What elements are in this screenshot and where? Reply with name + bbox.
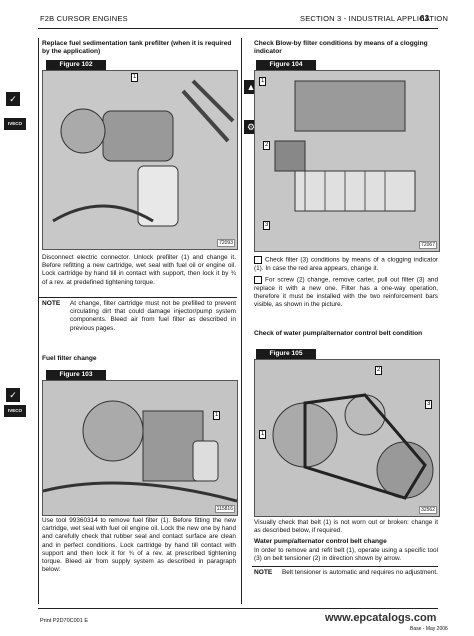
left-s1-text: Disconnect electric connector. Unlock pr… (42, 254, 236, 286)
note-label-right: NOTE (254, 569, 273, 576)
figure-102-code: 72093 (217, 239, 235, 247)
header-section: SECTION 3 - INDUSTRIAL APPLICATION (300, 14, 449, 23)
header-left: F2B CURSOR ENGINES (40, 14, 128, 23)
right-s1-heading: Check Blow-by filter conditions by means… (254, 40, 428, 55)
page-number: 63 (420, 14, 430, 23)
left-margin-rule (38, 38, 39, 604)
header-rule (38, 28, 438, 29)
watermark: www.epcatalogs.com (325, 612, 437, 624)
callout-1: 1 (259, 77, 267, 86)
figure-105-photo: 1 2 3 32562 (254, 359, 440, 517)
callout-2: 2 (263, 141, 271, 150)
callout-1: 1 (259, 430, 267, 439)
figure-103-code: 115816 (214, 505, 235, 513)
footer-rule (38, 608, 438, 609)
check-icon: ✓ (6, 92, 20, 106)
left-s2-text: Use tool 99360314 to remove fuel filter … (42, 517, 236, 574)
note-text-left: At change, filter cartridge must not be … (70, 300, 236, 332)
note-label-left: NOTE (42, 300, 61, 307)
note-rule-left (38, 297, 237, 298)
check-icon: ✓ (6, 388, 20, 402)
column-divider (241, 38, 242, 604)
right-bullet-1: Check filter (3) conditions by means of … (254, 256, 438, 272)
footer-right: Base - May 2006 (410, 626, 448, 632)
checkbox-icon (254, 276, 262, 284)
left-s1-heading: Replace fuel sedimentation tank prefilte… (42, 40, 232, 55)
note-text-right: Belt tensioner is automatic and requires… (282, 569, 438, 576)
footer-left: Print P2D70C001 E (40, 618, 88, 624)
figure-104-photo: 1 2 3 72067 (254, 70, 440, 252)
figure-104-code: 72067 (419, 241, 437, 249)
callout-3: 3 (425, 400, 433, 409)
figure-103-photo: 1 115816 (42, 380, 238, 516)
checkbox-icon (254, 256, 262, 264)
iveco-logo: IVECO (4, 405, 26, 417)
figure-102-photo: 1 72093 (42, 70, 238, 250)
callout-3: 3 (263, 221, 271, 230)
figure-105-label: Figure 105 (256, 349, 316, 359)
right-s3-heading: Water pump/alternator control belt chang… (254, 538, 387, 545)
figure-103-label: Figure 103 (46, 370, 106, 380)
right-s2-text: Visually check that belt (1) is not worn… (254, 519, 438, 535)
right-s2-heading: Check of water pump/alternator control b… (254, 330, 423, 337)
figure-105-code: 32562 (419, 506, 437, 514)
left-s2-heading: Fuel filter change (42, 355, 97, 362)
callout-2: 2 (375, 366, 383, 375)
iveco-logo: IVECO (4, 118, 26, 130)
note-rule-right (252, 566, 438, 567)
callout-1: 1 (131, 73, 139, 82)
figure-102-label: Figure 102 (46, 60, 106, 70)
figure-104-label: Figure 104 (256, 60, 316, 70)
right-s3-text: In order to remove and refit belt (1), o… (254, 547, 438, 563)
right-bullet-2: For screw (2) change, remove carter, pul… (254, 276, 438, 309)
callout-1: 1 (213, 411, 221, 420)
